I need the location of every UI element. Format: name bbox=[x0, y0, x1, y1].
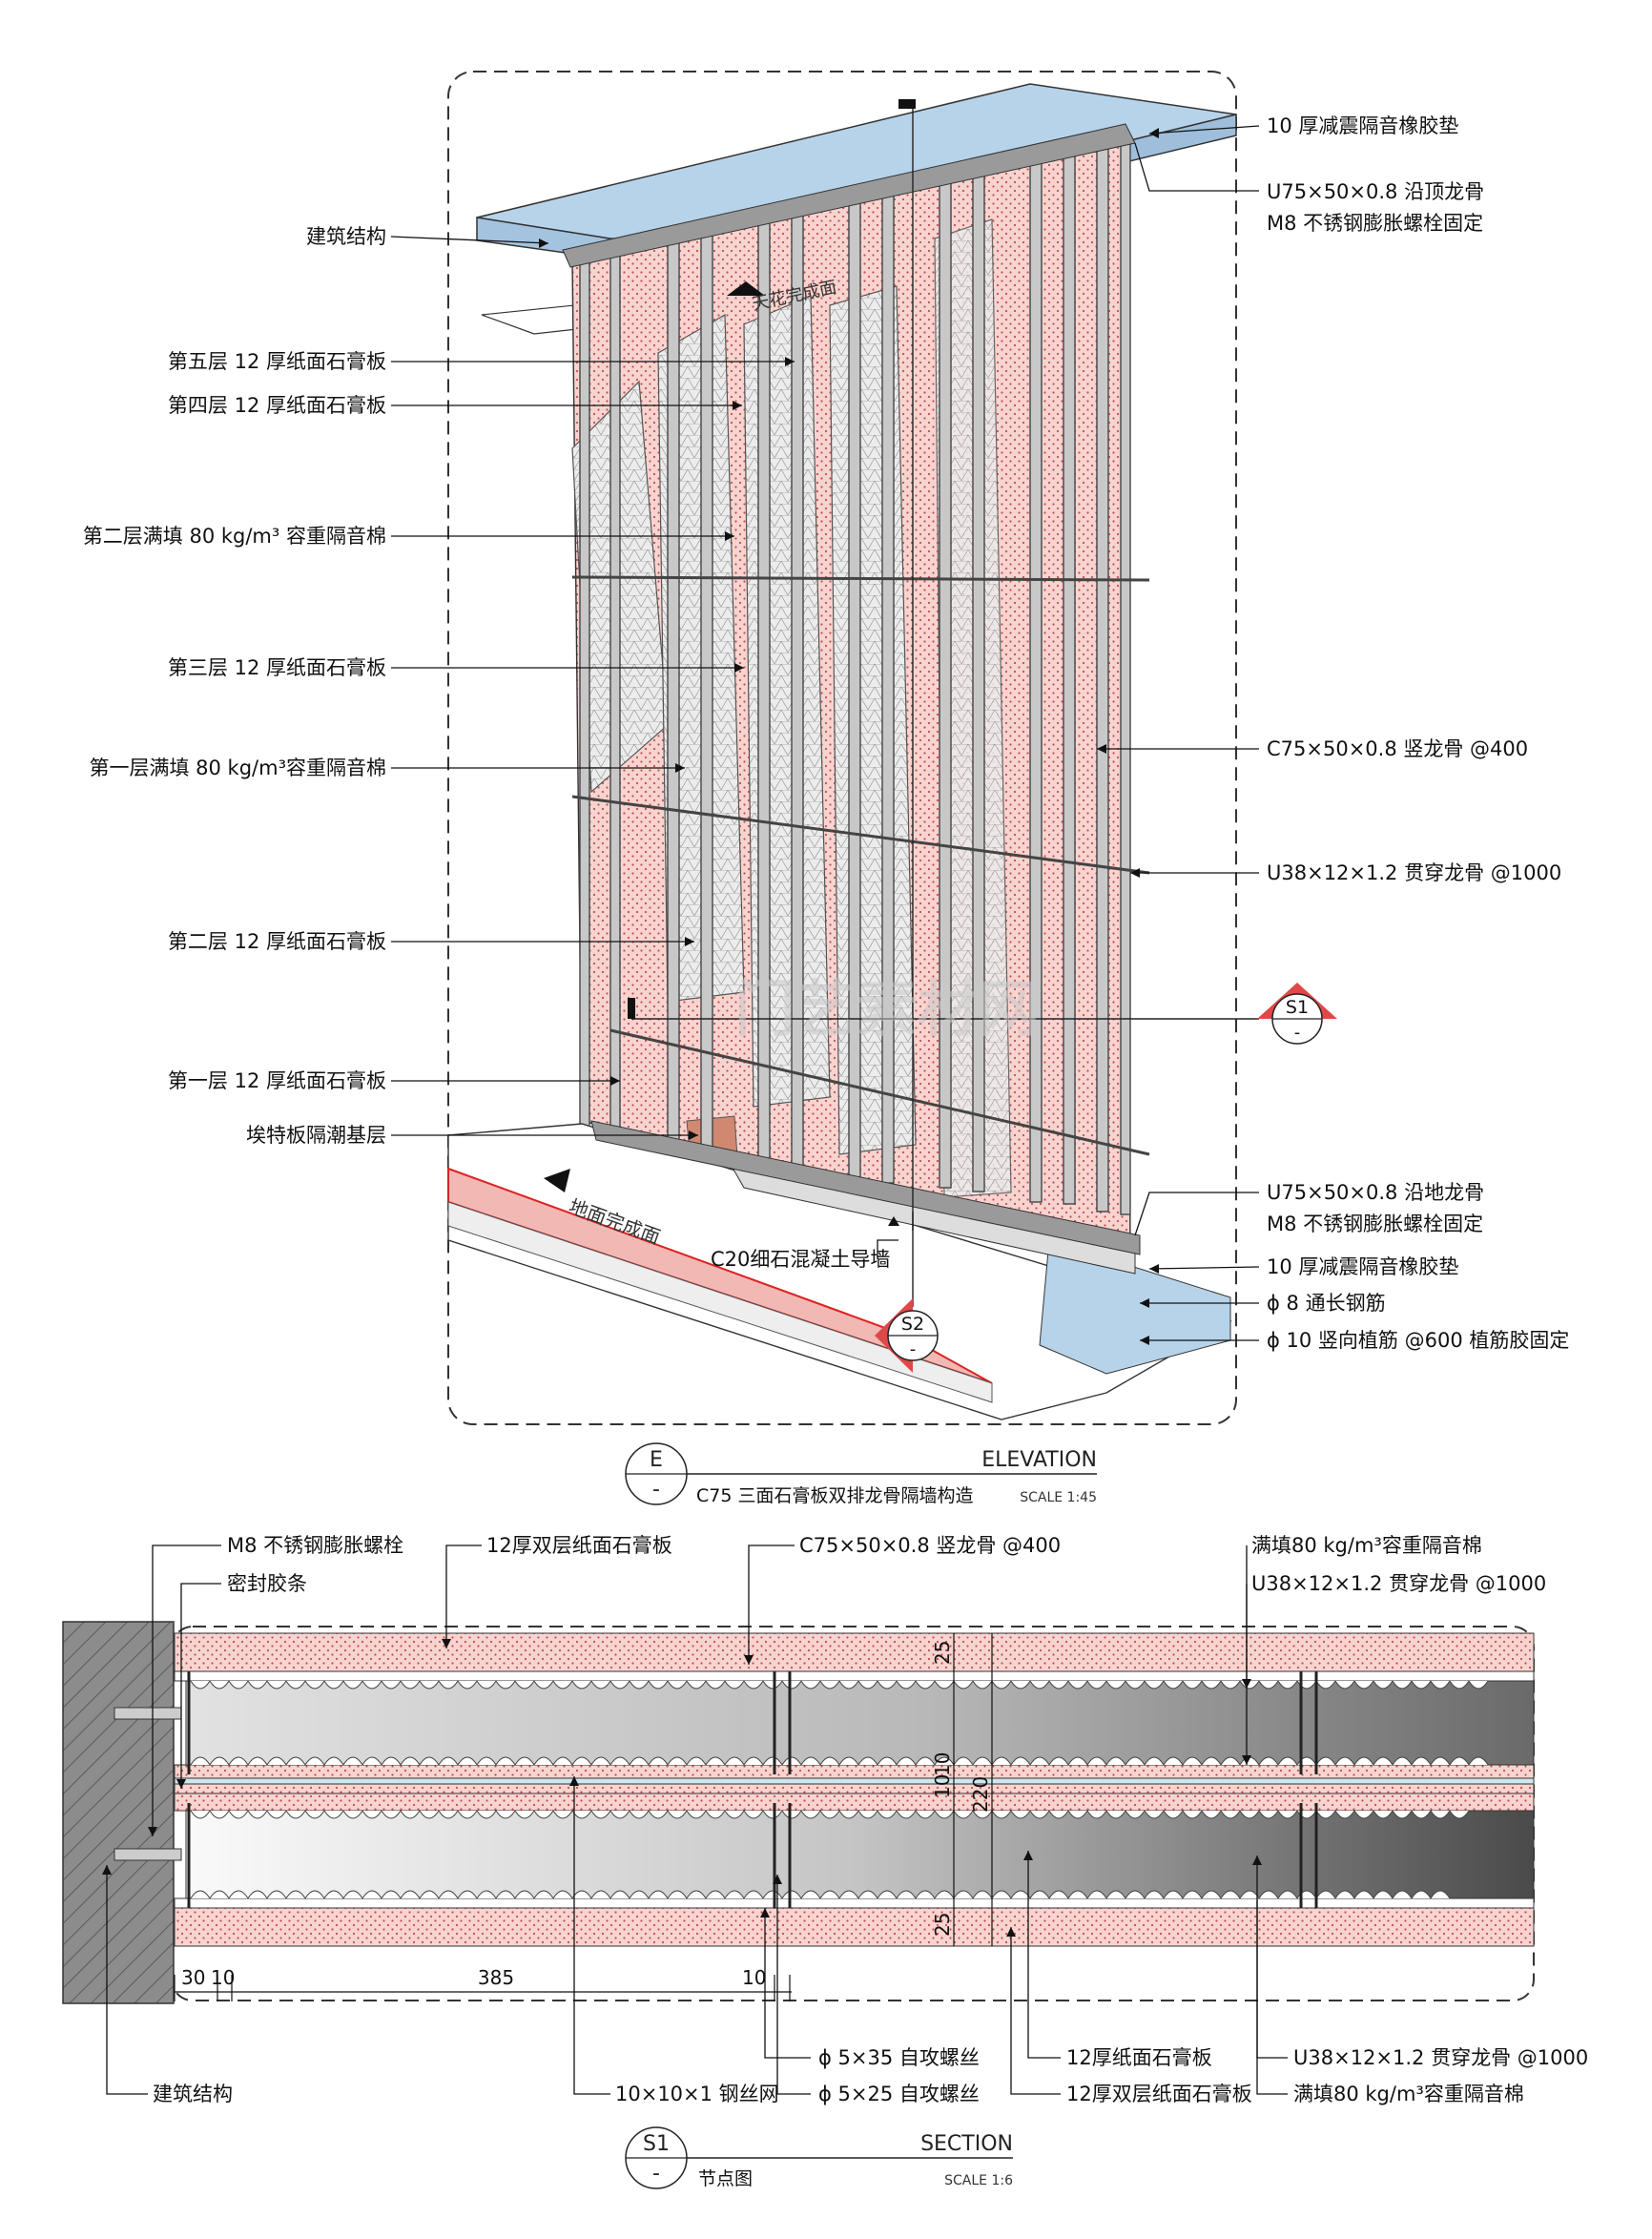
svg-text:-: - bbox=[652, 1478, 660, 1502]
label-layer3-board: 第三层 12 厚纸面石膏板 bbox=[168, 656, 386, 679]
label-rebar-continuous: ϕ 8 通长钢筋 bbox=[1267, 1292, 1386, 1315]
label-layer1-board: 第一层 12 厚纸面石膏板 bbox=[168, 1069, 386, 1092]
insulation-scallops-upper bbox=[190, 1756, 1489, 1766]
section-marker-s2: S2 - bbox=[875, 1298, 939, 1373]
dim-10-right: 10 bbox=[742, 1966, 766, 1989]
insulation-scallops-bottom bbox=[190, 1890, 1451, 1899]
svg-text:SECTION: SECTION bbox=[920, 2132, 1013, 2156]
svg-text:-: - bbox=[910, 1339, 917, 1359]
dim-10-a: 10 bbox=[931, 1752, 954, 1776]
section-title-block: S1 - SECTION 节点图 SCALE 1:6 bbox=[625, 2126, 1013, 2189]
label-section-channel-bottom: U38×12×1.2 贯穿龙骨 @1000 bbox=[1293, 2046, 1588, 2069]
floor-arrow-icon bbox=[544, 1169, 570, 1192]
label-screw-25: ϕ 5×25 自攻螺丝 bbox=[818, 2083, 980, 2105]
label-double-board: 12厚双层纸面石膏板 bbox=[486, 1534, 672, 1557]
section-marker-s1: S1 - bbox=[1257, 983, 1337, 1045]
left-arrowheads bbox=[539, 238, 795, 1140]
structure-wall bbox=[62, 1621, 175, 2004]
label-building-structure-section: 建筑结构 bbox=[153, 2083, 233, 2105]
right-arrowheads bbox=[888, 128, 1159, 1345]
svg-text:节点图: 节点图 bbox=[698, 2168, 753, 2189]
left-leaders bbox=[390, 236, 795, 1136]
section-studs bbox=[187, 1671, 1318, 1908]
label-layer2-insulation: 第二层满填 80 kg/m³ 容重隔音棉 bbox=[83, 525, 386, 548]
label-layer4-board: 第四层 12 厚纸面石膏板 bbox=[168, 394, 386, 417]
bottom-track bbox=[590, 1120, 1141, 1255]
dim-25-top: 25 bbox=[931, 1641, 954, 1665]
label-bottom-anchor: M8 不锈钢膨胀螺栓固定 bbox=[1267, 1213, 1483, 1235]
label-top-rubber-pad: 10 厚减震隔音橡胶垫 bbox=[1267, 114, 1458, 137]
section-leaders-bottom bbox=[106, 1776, 1288, 2095]
svg-text:SCALE 1:45: SCALE 1:45 bbox=[1020, 1490, 1097, 1505]
section-arrowheads-top bbox=[148, 1639, 1251, 1836]
label-anchor-bolt: M8 不锈钢膨胀螺栓 bbox=[227, 1534, 403, 1557]
dim-10-left: 10 bbox=[211, 1966, 235, 1989]
label-vertical-stud: C75×50×0.8 竖龙骨 @400 bbox=[1267, 737, 1528, 760]
section-anchors bbox=[114, 1707, 182, 1861]
label-double-board-bottom: 12厚双层纸面石膏板 bbox=[1066, 2083, 1252, 2105]
label-layer2-board: 第二层 12 厚纸面石膏板 bbox=[168, 930, 386, 953]
svg-text:S1: S1 bbox=[643, 2132, 670, 2156]
svg-text:SCALE 1:6: SCALE 1:6 bbox=[944, 2173, 1013, 2188]
ceiling-arrow-icon bbox=[727, 281, 765, 296]
label-moisture-base: 埃特板隔潮基层 bbox=[246, 1124, 386, 1147]
label-wire-mesh: 10×10×1 钢丝网 bbox=[615, 2083, 779, 2105]
dim-10-b: 10 bbox=[931, 1774, 954, 1798]
svg-text:-: - bbox=[1294, 1023, 1301, 1043]
label-sealing-strip: 密封胶条 bbox=[227, 1572, 307, 1595]
dim-25-bottom: 25 bbox=[931, 1913, 954, 1937]
elevation-title-block: E - ELEVATION C75 三面石膏板双排龙骨隔墙构造 SCALE 1:… bbox=[625, 1442, 1097, 1506]
label-section-channel-top: U38×12×1.2 贯穿龙骨 @1000 bbox=[1251, 1572, 1546, 1595]
label-bottom-rubber-pad: 10 厚减震隔音橡胶垫 bbox=[1267, 1255, 1458, 1278]
elevation-frame bbox=[447, 71, 1237, 1425]
svg-text:-: - bbox=[652, 2162, 660, 2186]
dim-220: 220 bbox=[969, 1776, 992, 1813]
section-leaders-top bbox=[152, 1544, 1248, 1836]
metal-studs bbox=[579, 140, 1131, 1215]
dim-385: 385 bbox=[478, 1966, 514, 1989]
insulation-scallops-top bbox=[190, 1680, 1489, 1690]
svg-text:S2: S2 bbox=[901, 1314, 924, 1335]
section-cut-tick-top bbox=[898, 99, 916, 109]
label-layer5-board: 第五层 12 厚纸面石膏板 bbox=[168, 350, 386, 373]
wall-section bbox=[174, 1632, 1535, 1947]
dimension-lines bbox=[174, 1633, 993, 2001]
label-section-insulation-bottom: 满填80 kg/m³容重隔音棉 bbox=[1293, 2083, 1524, 2105]
label-section-insulation-top: 满填80 kg/m³容重隔音棉 bbox=[1251, 1534, 1482, 1557]
label-layer1-insulation: 第一层满填 80 kg/m³容重隔音棉 bbox=[89, 757, 386, 779]
label-concrete-curb: C20细石混凝土导墙 bbox=[711, 1248, 890, 1271]
section-cut-tick-left bbox=[628, 998, 635, 1019]
dim-30: 30 bbox=[181, 1966, 205, 1989]
svg-text:E: E bbox=[650, 1448, 663, 1472]
right-leaders bbox=[877, 125, 1260, 1341]
insulation-scallops-lower-top bbox=[190, 1810, 1470, 1819]
label-bottom-track: U75×50×0.8 沿地龙骨 bbox=[1267, 1181, 1484, 1204]
label-rebar-vertical: ϕ 10 竖向植筋 @600 植筋胶固定 bbox=[1267, 1329, 1569, 1352]
section-arrowheads-bottom bbox=[102, 1776, 1262, 1937]
label-section-stud: C75×50×0.8 竖龙骨 @400 bbox=[799, 1534, 1061, 1557]
label-building-structure: 建筑结构 bbox=[306, 225, 386, 248]
watermark: 门艺素材网 bbox=[734, 975, 1040, 1046]
label-single-board: 12厚纸面石膏板 bbox=[1066, 2046, 1212, 2069]
label-top-anchor: M8 不锈钢膨胀螺栓固定 bbox=[1267, 212, 1483, 235]
label-cross-channel: U38×12×1.2 贯穿龙骨 @1000 bbox=[1267, 861, 1561, 884]
svg-text:ELEVATION: ELEVATION bbox=[981, 1448, 1097, 1472]
svg-text:C75 三面石膏板双排龙骨隔墙构造: C75 三面石膏板双排龙骨隔墙构造 bbox=[696, 1484, 973, 1506]
label-top-track: U75×50×0.8 沿顶龙骨 bbox=[1267, 180, 1484, 203]
svg-text:S1: S1 bbox=[1286, 997, 1309, 1018]
label-screw-35: ϕ 5×35 自攻螺丝 bbox=[818, 2046, 980, 2069]
